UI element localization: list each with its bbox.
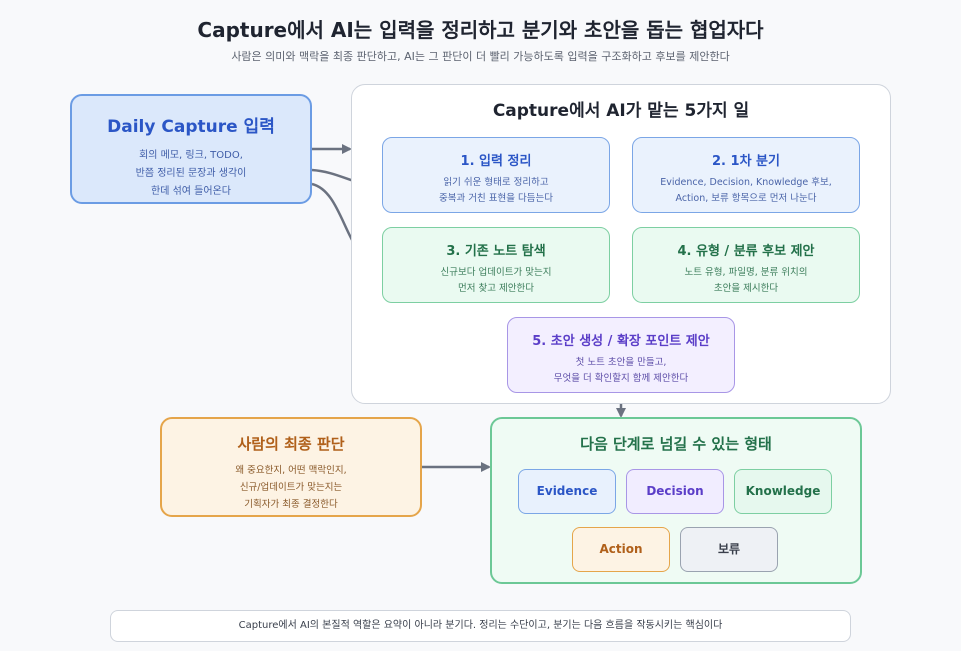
task-title: 3. 기존 노트 탐색 <box>446 244 546 259</box>
ai-task-type-suggestion: 4. 유형 / 분류 후보 제안 노트 유형, 파일명, 분류 위치의 초안을 … <box>632 227 860 303</box>
ai-task-first-branch: 2. 1차 분기 Evidence, Decision, Knowledge 후… <box>632 137 860 213</box>
task-line: 노트 유형, 파일명, 분류 위치의 <box>684 267 808 278</box>
task-title: 5. 초안 생성 / 확장 포인트 제안 <box>532 334 710 349</box>
human-line: 신규/업데이트가 맞는지는 <box>239 482 343 493</box>
result-title: 다음 단계로 넘길 수 있는 형태 <box>580 435 772 453</box>
chip-decision: Decision <box>626 469 724 514</box>
task-line: 초안을 제시한다 <box>713 283 779 294</box>
task-line: Evidence, Decision, Knowledge 후보, <box>660 177 832 188</box>
capture-line: 회의 메모, 링크, TODO, <box>139 150 243 161</box>
task-description: 읽기 쉬운 형태로 정리하고 중복과 거친 표현을 다듬는다 <box>383 175 609 207</box>
task-title: 1. 입력 정리 <box>460 154 532 169</box>
capture-line: 반쯤 정리된 문장과 생각이 <box>135 168 247 179</box>
ai-task-note-search: 3. 기존 노트 탐색 신규보다 업데이트가 맞는지 먼저 찾고 제안한다 <box>382 227 610 303</box>
capture-line: 한데 섞여 들어온다 <box>151 186 231 197</box>
task-description: 신규보다 업데이트가 맞는지 먼저 찾고 제안한다 <box>383 265 609 297</box>
task-line: 무엇을 더 확인할지 함께 제안한다 <box>553 373 689 384</box>
capture-title: Daily Capture 입력 <box>107 117 275 137</box>
task-line: 첫 노트 초안을 만들고, <box>575 357 667 368</box>
chip-hold: 보류 <box>680 527 778 572</box>
ai-task-input-cleanup: 1. 입력 정리 읽기 쉬운 형태로 정리하고 중복과 거친 표현을 다듬는다 <box>382 137 610 213</box>
task-description: 첫 노트 초안을 만들고, 무엇을 더 확인할지 함께 제안한다 <box>508 355 734 387</box>
human-title: 사람의 최종 판단 <box>237 435 345 453</box>
chip-action: Action <box>572 527 670 572</box>
capture-input-box: Daily Capture 입력 회의 메모, 링크, TODO, 반쯤 정리된… <box>70 94 312 204</box>
human-description: 왜 중요한지, 어떤 맥락인지, 신규/업데이트가 맞는지는 기획자가 최종 결… <box>162 462 420 513</box>
task-line: Action, 보류 항목으로 먼저 나눈다 <box>675 193 817 204</box>
footer-note: Capture에서 AI의 본질적 역할은 요약이 아니라 분기다. 정리는 수… <box>110 610 851 642</box>
chip-knowledge: Knowledge <box>734 469 832 514</box>
task-line: 먼저 찾고 제안한다 <box>458 283 534 294</box>
task-title: 2. 1차 분기 <box>712 154 780 169</box>
task-description: 노트 유형, 파일명, 분류 위치의 초안을 제시한다 <box>633 265 859 297</box>
task-title: 4. 유형 / 분류 후보 제안 <box>677 244 815 259</box>
ai-panel-title: Capture에서 AI가 맡는 5가지 일 <box>492 101 750 121</box>
task-line: 읽기 쉬운 형태로 정리하고 <box>443 177 549 188</box>
page-subtitle: 사람은 의미와 맥락을 최종 판단하고, AI는 그 판단이 더 빨리 가능하도… <box>231 50 730 63</box>
chip-evidence: Evidence <box>518 469 616 514</box>
ai-task-draft-generation: 5. 초안 생성 / 확장 포인트 제안 첫 노트 초안을 만들고, 무엇을 더… <box>507 317 735 393</box>
capture-description: 회의 메모, 링크, TODO, 반쯤 정리된 문장과 생각이 한데 섞여 들어… <box>72 147 310 201</box>
human-line: 왜 중요한지, 어떤 맥락인지, <box>235 465 347 476</box>
page-title: Capture에서 AI는 입력을 정리하고 분기와 초안을 돕는 협업자다 <box>197 18 764 42</box>
task-line: 중복과 거친 표현을 다듬는다 <box>439 193 553 204</box>
task-description: Evidence, Decision, Knowledge 후보, Action… <box>633 175 859 207</box>
task-line: 신규보다 업데이트가 맞는지 <box>440 267 552 278</box>
human-judgment-box: 사람의 최종 판단 왜 중요한지, 어떤 맥락인지, 신규/업데이트가 맞는지는… <box>160 417 422 517</box>
human-line: 기획자가 최종 결정한다 <box>244 499 338 510</box>
